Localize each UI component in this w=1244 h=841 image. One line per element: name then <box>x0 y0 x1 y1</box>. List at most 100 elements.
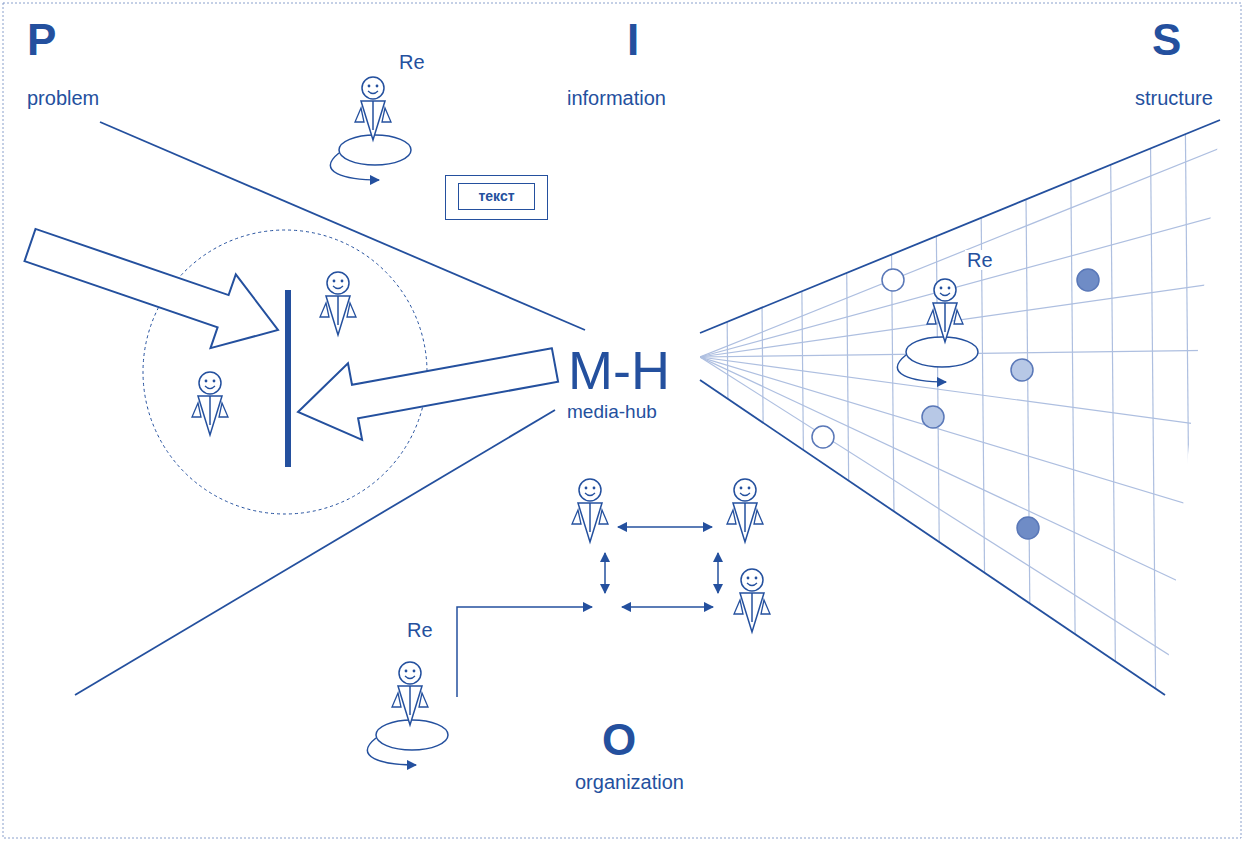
grid-ray <box>700 357 1240 430</box>
person-head <box>734 479 756 501</box>
grid-line <box>1150 90 1156 730</box>
person-arm <box>192 403 201 417</box>
grid-line <box>980 90 986 730</box>
sector-name: organization <box>573 772 686 792</box>
sector-letter: P <box>25 18 58 62</box>
sector-name: structure <box>1133 88 1215 108</box>
box-text: текст <box>458 183 535 210</box>
sector-letter: I <box>625 18 641 62</box>
person-line <box>751 593 753 622</box>
person-arm <box>320 303 329 317</box>
person-eye <box>213 380 216 383</box>
person-arm <box>727 510 736 524</box>
grid-point <box>1017 517 1039 539</box>
grid-line <box>1110 90 1116 730</box>
person-body <box>740 593 764 632</box>
person-line <box>589 503 591 532</box>
person-line <box>944 303 946 332</box>
ellipse <box>339 135 411 165</box>
person-eye <box>948 287 951 290</box>
link-arrow <box>622 606 713 608</box>
grid-line <box>725 90 731 730</box>
person-body <box>361 101 385 140</box>
person-head <box>741 569 763 591</box>
grid-point <box>1077 269 1099 291</box>
person-line <box>372 101 374 130</box>
hub-title: M-H <box>566 343 672 397</box>
grid-point <box>1011 359 1033 381</box>
link-arrow <box>604 553 606 593</box>
person-eye <box>405 670 408 673</box>
grid-line <box>800 90 806 730</box>
person-head <box>199 372 221 394</box>
person-arm <box>954 310 963 324</box>
barrier-bar <box>285 290 291 467</box>
role-label: Re <box>965 250 995 270</box>
person-eye <box>748 487 751 490</box>
person-head <box>399 662 421 684</box>
role-label: Re <box>405 620 435 640</box>
person-arm <box>392 693 401 707</box>
person-head <box>579 479 601 501</box>
sector-name: information <box>565 88 668 108</box>
big-arrow <box>25 229 279 348</box>
rotation-ellipse <box>367 720 448 765</box>
text-box: текст <box>445 175 548 220</box>
person-body <box>198 396 222 435</box>
perspective-grid <box>700 90 1240 730</box>
sector-letter: O <box>600 718 638 762</box>
rotation-arrow <box>330 153 379 180</box>
grid-line <box>760 90 766 730</box>
person-head <box>362 77 384 99</box>
person-eye <box>368 85 371 88</box>
person-line <box>209 396 211 425</box>
hub-name: media-hub <box>565 402 659 421</box>
person-arm <box>927 310 936 324</box>
grid-line <box>1025 90 1031 730</box>
grid-ray <box>700 357 1240 520</box>
big-arrow <box>298 348 558 440</box>
person-arm <box>761 600 770 614</box>
person-figure <box>734 569 770 632</box>
person-eye <box>593 487 596 490</box>
person-smile <box>585 493 595 496</box>
group-circle <box>143 230 427 514</box>
person-figure <box>320 272 356 335</box>
page-frame <box>3 3 1241 838</box>
entry-arrow <box>457 607 592 697</box>
grid-point <box>812 426 834 448</box>
person-eye <box>755 577 758 580</box>
person-arm <box>419 693 428 707</box>
person-eye <box>740 487 743 490</box>
rotation-arrow <box>897 355 946 382</box>
person-smile <box>205 386 215 389</box>
link-arrow <box>717 553 719 593</box>
person-eye <box>585 487 588 490</box>
link-arrow <box>618 526 712 528</box>
person-line <box>409 686 411 715</box>
person-smile <box>333 286 343 289</box>
person-line <box>744 503 746 532</box>
grid-line <box>845 90 851 730</box>
person-figure <box>192 372 228 435</box>
rotation-arrow <box>367 738 416 765</box>
person-smile <box>740 493 750 496</box>
person-arm <box>734 600 743 614</box>
person-body <box>933 303 957 342</box>
person-eye <box>341 280 344 283</box>
rotation-ellipse <box>897 337 978 382</box>
person-head <box>327 272 349 294</box>
person-eye <box>205 380 208 383</box>
ellipse <box>906 337 978 367</box>
person-figure <box>572 479 608 542</box>
grid-ray <box>700 357 1240 610</box>
role-label: Re <box>397 52 427 72</box>
person-arm <box>219 403 228 417</box>
grid-line <box>890 90 896 730</box>
person-body <box>733 503 757 542</box>
person-figure <box>927 279 963 342</box>
person-eye <box>747 577 750 580</box>
person-line <box>337 296 339 325</box>
grid-point <box>922 406 944 428</box>
rotation-ellipse <box>330 135 411 180</box>
